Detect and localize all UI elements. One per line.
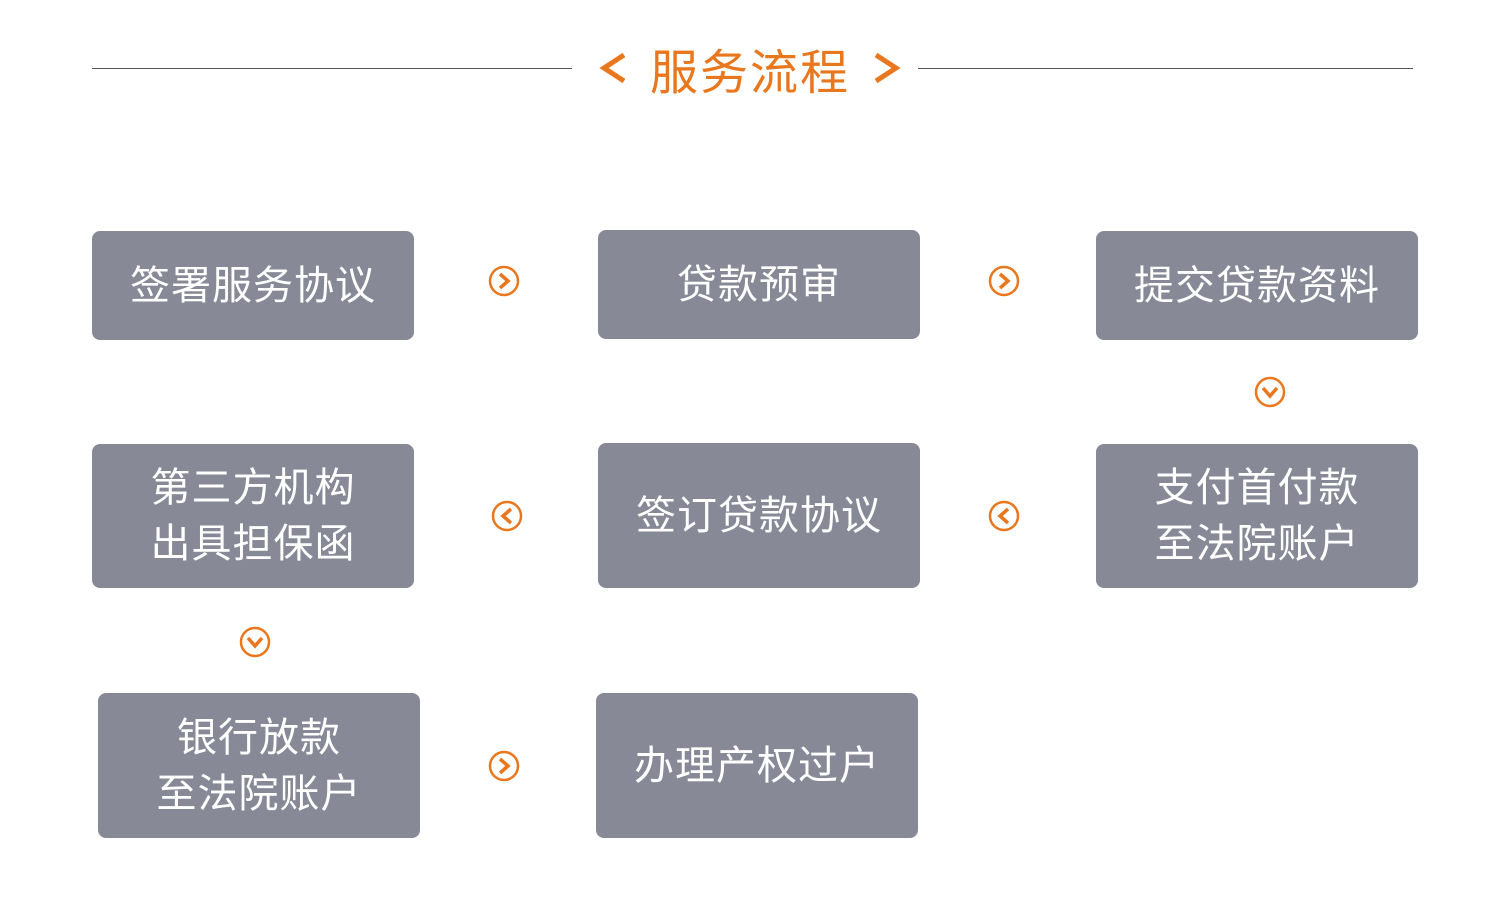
- step-label: 办理产权过户: [634, 742, 880, 789]
- chevron-right-circle-icon: [987, 264, 1021, 298]
- header-rule-left: [92, 68, 572, 69]
- chevron-down-circle-icon: [238, 625, 272, 659]
- step-bank-disbursement: 银行放款 至法院账户: [98, 693, 420, 838]
- step-sign-loan-agreement: 签订贷款协议: [598, 443, 920, 588]
- page-title: 服务流程: [649, 45, 850, 101]
- section-header: 服务流程: [590, 30, 910, 106]
- chevron-right-circle-icon: [487, 749, 521, 783]
- chevron-left-circle-icon: [490, 499, 524, 533]
- step-pay-down-payment: 支付首付款 至法院账户: [1096, 444, 1418, 588]
- step-loan-prereview: 贷款预审: [598, 230, 920, 339]
- step-third-party-guarantee: 第三方机构 出具担保函: [92, 444, 414, 588]
- step-label: 提交贷款资料: [1134, 262, 1380, 309]
- step-label-line2: 出具担保函: [150, 521, 356, 567]
- step-label-line1: 银行放款: [177, 714, 341, 761]
- step-label: 贷款预审: [677, 261, 841, 308]
- chevron-left-circle-icon: [987, 499, 1021, 533]
- header-rule-right: [918, 68, 1413, 69]
- step-property-transfer: 办理产权过户: [596, 693, 918, 838]
- step-label-line2: 至法院账户: [156, 770, 362, 817]
- step-submit-loan-documents: 提交贷款资料: [1096, 231, 1418, 340]
- step-sign-service-agreement: 签署服务协议: [92, 231, 414, 340]
- step-label-line2: 至法院账户: [1154, 521, 1360, 567]
- step-label-line1: 第三方机构: [150, 465, 356, 511]
- step-label: 签署服务协议: [130, 262, 376, 309]
- step-label: 签订贷款协议: [636, 492, 882, 539]
- chevron-right-icon: [872, 50, 902, 86]
- chevron-left-icon: [598, 50, 628, 86]
- chevron-right-circle-icon: [487, 264, 521, 298]
- step-label-line1: 支付首付款: [1154, 465, 1360, 511]
- chevron-down-circle-icon: [1253, 375, 1287, 409]
